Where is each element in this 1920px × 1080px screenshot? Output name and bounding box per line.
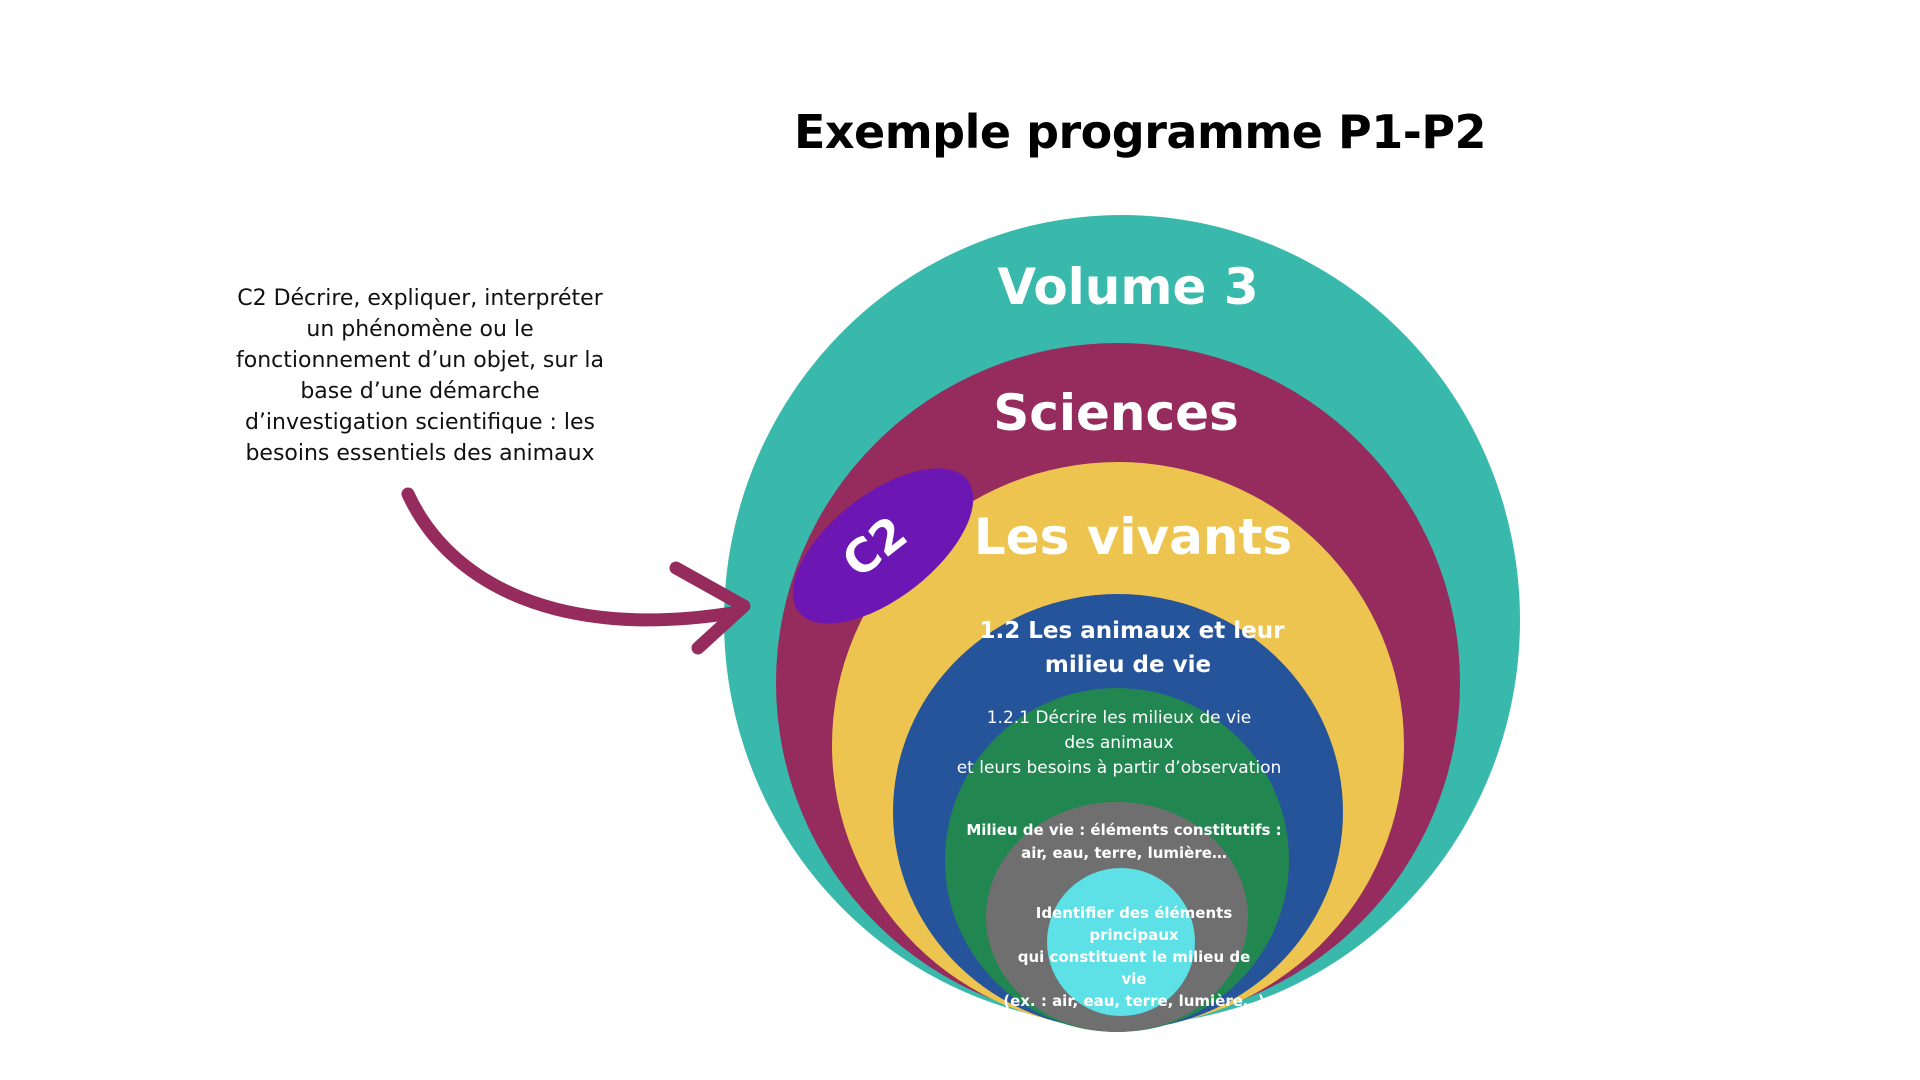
page-title: Exemple programme P1-P2 [793, 105, 1487, 159]
competence-line: besoins essentiels des animaux [245, 441, 595, 466]
contenu-label-line2: air, eau, terre, lumière… [1021, 844, 1227, 862]
objectif-label-line3: qui constituent le milieu de [1018, 948, 1251, 966]
objectif-circle [1047, 868, 1195, 1016]
animaux-label-line2: milieu de vie [1045, 652, 1211, 678]
competence-line: d’investigation scientifique : les [244, 410, 596, 435]
competence-line: fonctionnement d’un objet, sur la [236, 348, 604, 373]
competence-line: base d’une démarche [300, 379, 540, 404]
objectif-label-line5: (ex. : air, eau, terre, lumière…) [1003, 992, 1265, 1010]
competence-line: C2 Décrire, expliquer, interpréter [237, 286, 603, 311]
sciences-label: Sciences [993, 384, 1239, 442]
volume-label: Volume 3 [997, 258, 1258, 316]
milieux-label-line1: 1.2.1 Décrire les milieux de vie [987, 708, 1252, 728]
objectif-label-line4: vie [1121, 970, 1146, 988]
arrow-head [669, 561, 751, 655]
competence-line: un phénomène ou le [306, 317, 534, 342]
objectif-label-line2: principaux [1089, 926, 1179, 944]
c2-badge [792, 468, 974, 624]
arrow-shaft [401, 487, 739, 627]
objectif-label-line1: Identifier des éléments [1036, 904, 1233, 922]
milieux-label-line2: des animaux [1064, 733, 1173, 753]
animaux-label-line1: 1.2 Les animaux et leur [980, 618, 1286, 644]
vivants-label: Les vivants [974, 508, 1292, 566]
contenu-label-line1: Milieu de vie : éléments constitutifs : [966, 821, 1281, 839]
milieux-label-line3: et leurs besoins à partir d’observation [957, 758, 1282, 778]
competence-description: C2 Décrire, expliquer, interpréter un ph… [230, 283, 610, 469]
